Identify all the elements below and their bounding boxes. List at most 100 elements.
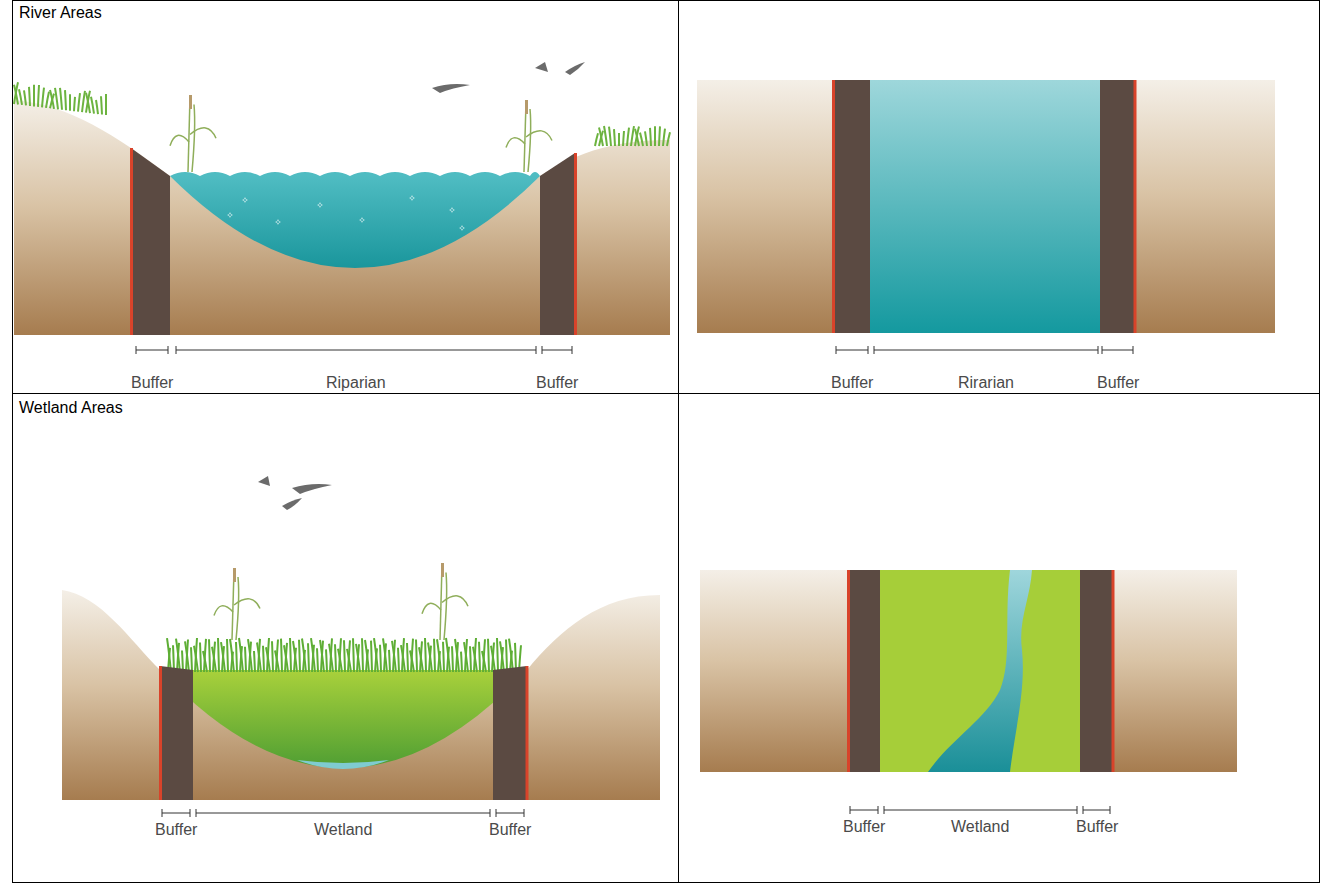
texture-stroke: [356, 644, 360, 672]
texture-stroke: [329, 644, 333, 672]
texture-stroke: [275, 651, 279, 672]
texture-stroke: [204, 639, 206, 672]
texture-stroke: [24, 90, 26, 105]
texture-stroke: [91, 97, 94, 114]
texture-stroke: [483, 639, 485, 672]
texture-stroke: [474, 638, 476, 672]
zone-label: Buffer: [131, 374, 173, 392]
texture-stroke: [604, 126, 607, 146]
texture-stroke: [398, 648, 399, 672]
texture-stroke: [446, 638, 450, 672]
texture-stroke: [528, 109, 531, 172]
texture-stroke: [55, 88, 58, 109]
texture-stroke: [392, 641, 396, 672]
texture-stroke: [233, 568, 236, 582]
cell-heading: River Areas: [19, 4, 102, 22]
texture-stroke: [101, 96, 102, 114]
texture-stroke: [631, 126, 634, 146]
texture-stroke: [383, 638, 387, 672]
texture-stroke: [191, 647, 192, 672]
texture-stroke: [659, 126, 660, 146]
texture-stroke: [311, 638, 315, 672]
texture-stroke: [185, 641, 189, 672]
texture-stroke: [221, 642, 225, 672]
texture-stroke: [284, 645, 288, 672]
texture-stroke: [599, 128, 603, 146]
zone-label: Buffer: [489, 821, 531, 839]
texture-stroke: [69, 94, 71, 110]
texture-stroke: [74, 97, 75, 111]
texture-stroke: [359, 217, 365, 223]
texture-stroke: [441, 563, 444, 577]
texture-stroke: [357, 644, 359, 672]
texture-stroke: [609, 127, 611, 146]
texture-stroke: [479, 642, 480, 672]
texture-stroke: [444, 573, 447, 641]
texture-stroke: [65, 90, 66, 110]
texture-stroke: [290, 638, 291, 672]
texture-stroke: [380, 645, 381, 672]
texture-stroke: [442, 596, 468, 606]
texture-stroke: [86, 91, 90, 113]
texture-stroke: [410, 650, 414, 672]
river-cross-section: [14, 62, 670, 354]
texture-stroke: [82, 91, 85, 112]
texture-stroke: [281, 639, 282, 672]
texture-stroke: [299, 640, 300, 672]
texture-stroke: [254, 651, 255, 672]
texture-stroke: [437, 639, 441, 672]
texture-stroke: [167, 638, 171, 672]
texture-stroke: [449, 207, 455, 213]
texture-stroke: [285, 643, 287, 672]
texture-stroke: [267, 638, 269, 672]
texture-stroke: [200, 642, 201, 672]
texture-stroke: [667, 132, 670, 146]
texture-stroke: [500, 641, 504, 672]
texture-stroke: [96, 100, 98, 114]
texture-stroke: [407, 643, 408, 672]
texture-stroke: [488, 639, 489, 672]
zone-label: Buffer: [1097, 374, 1139, 392]
texture-stroke: [227, 639, 228, 672]
texture-stroke: [330, 638, 332, 672]
texture-stroke: [227, 212, 233, 218]
texture-stroke: [230, 639, 234, 672]
texture-stroke: [374, 638, 378, 672]
texture-stroke: [245, 647, 246, 672]
texture-stroke: [492, 642, 494, 672]
texture-stroke: [78, 93, 80, 112]
zone-label: Buffer: [155, 821, 197, 839]
texture-stroke: [218, 638, 219, 672]
texture-stroke: [411, 639, 413, 672]
texture-stroke: [257, 642, 261, 672]
texture-stroke: [186, 639, 188, 672]
texture-stroke: [459, 225, 465, 231]
texture-stroke: [339, 638, 341, 672]
texture-stroke: [308, 643, 309, 672]
river-plan-view: [697, 80, 1275, 354]
zone-label: Buffer: [1076, 818, 1118, 836]
texture-stroke: [464, 642, 468, 672]
texture-stroke: [46, 92, 49, 108]
texture-stroke: [595, 133, 598, 146]
texture-stroke: [60, 88, 62, 110]
texture-stroke: [320, 640, 324, 672]
texture-stroke: [402, 638, 404, 672]
texture-stroke: [371, 641, 372, 672]
texture-stroke: [19, 89, 22, 105]
texture-stroke: [266, 647, 270, 672]
texture-stroke: [347, 649, 351, 672]
texture-stroke: [422, 603, 441, 613]
texture-stroke: [170, 172, 540, 176]
texture-stroke: [242, 197, 248, 203]
texture-stroke: [452, 646, 453, 672]
texture-stroke: [236, 577, 239, 640]
texture-stroke: [29, 87, 30, 106]
texture-stroke: [194, 646, 198, 672]
texture-stroke: [409, 195, 415, 201]
texture-stroke: [344, 640, 345, 672]
texture-stroke: [14, 82, 18, 104]
texture-stroke: [275, 219, 281, 225]
texture-stroke: [263, 646, 264, 672]
